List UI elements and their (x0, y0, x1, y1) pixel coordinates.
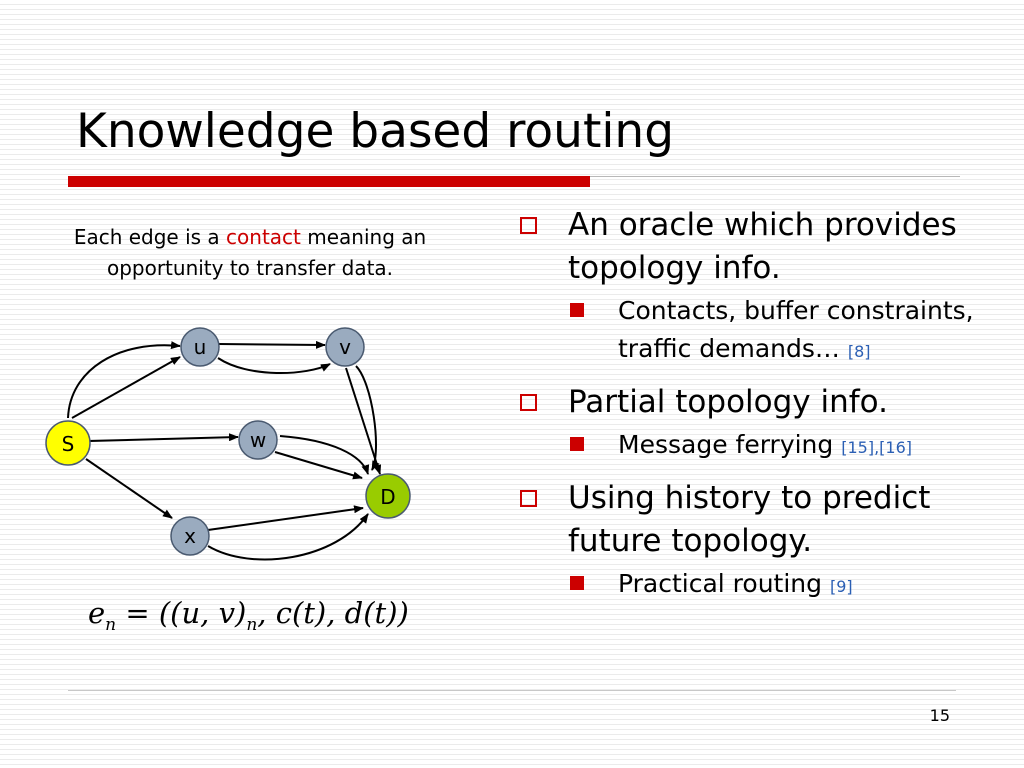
title-underline-accent (68, 176, 590, 187)
bullet-2-text: Partial topology info. (568, 384, 888, 420)
bullet-1-text: An oracle which provides topology info. (568, 207, 957, 286)
sub-bullet-3-ref: [9] (829, 577, 853, 596)
footer-rule (68, 690, 956, 691)
edge-v-d (345, 367, 382, 475)
hollow-square-bullet-icon (520, 217, 537, 234)
formula-tail: , c(t), d(t)) (257, 596, 409, 630)
node-s (45, 420, 91, 466)
bullet-list: An oracle which provides topology info. … (520, 204, 1020, 606)
formula-mid: = ((u, v) (116, 596, 247, 630)
edge-w-d-top (279, 435, 370, 475)
filled-square-bullet-icon (570, 303, 584, 317)
node-x-label: x (184, 524, 196, 548)
graph-caption: Each edge is a contact meaning an opport… (30, 222, 470, 284)
caption-post: meaning an opportunity to transfer data. (106, 225, 427, 280)
sub-bullet-3: Practical routing [9] (568, 565, 1020, 606)
edge-s-u-curve (67, 341, 181, 419)
edge-v-d-curve (355, 365, 380, 471)
edge-x-d-curve (207, 513, 369, 561)
edge-w-d (274, 451, 363, 480)
sub-bullet-1: Contacts, buffer constraints, traffic de… (568, 292, 1020, 371)
sub-bullet-2: Message ferrying [15],[16] (568, 426, 1020, 467)
node-u (180, 327, 220, 367)
node-v (325, 327, 365, 367)
node-w-label: w (250, 428, 266, 452)
node-v-label: v (339, 335, 351, 359)
bullet-2: Partial topology info. (520, 381, 1020, 424)
caption-pre: Each edge is a (73, 225, 227, 249)
sub-bullet-1-text: Contacts, buffer constraints, traffic de… (618, 296, 974, 363)
formula-sub-n2: n (246, 614, 258, 635)
edge-s-x (85, 458, 173, 519)
edge-s-u (71, 356, 181, 419)
node-x (170, 516, 210, 556)
caption-accent-word: contact (226, 225, 301, 249)
sub-bullet-2-ref: [15],[16] (841, 438, 912, 457)
bullet-1: An oracle which provides topology info. (520, 204, 1020, 290)
bullet-3: Using history to predict future topology… (520, 477, 1020, 563)
formula-sub-n: n (105, 614, 117, 635)
edge-u-v-top (217, 340, 326, 349)
node-w (238, 420, 278, 460)
page-number: 15 (929, 706, 950, 725)
node-s-label: S (62, 432, 75, 456)
title-underline-rule (590, 176, 960, 177)
sub-bullet-3-text: Practical routing (618, 569, 830, 598)
sub-bullet-2-text: Message ferrying (618, 430, 842, 459)
formula-e: e (88, 596, 106, 630)
hollow-square-bullet-icon (520, 394, 537, 411)
edge-x-d-top (207, 505, 364, 531)
hollow-square-bullet-icon (520, 490, 537, 507)
node-u-label: u (194, 335, 207, 359)
slide-title: Knowledge based routing (76, 104, 675, 159)
edge-u-v-curve (217, 357, 331, 375)
node-d (365, 473, 411, 519)
bullet-3-text: Using history to predict future topology… (568, 480, 931, 559)
sub-bullet-1-ref: [8] (847, 342, 871, 361)
contact-formula: en = ((u, v)n, c(t), d(t)) (88, 596, 409, 635)
node-d-label: D (380, 485, 395, 509)
filled-square-bullet-icon (570, 437, 584, 451)
edge-s-w (89, 433, 239, 442)
filled-square-bullet-icon (570, 576, 584, 590)
